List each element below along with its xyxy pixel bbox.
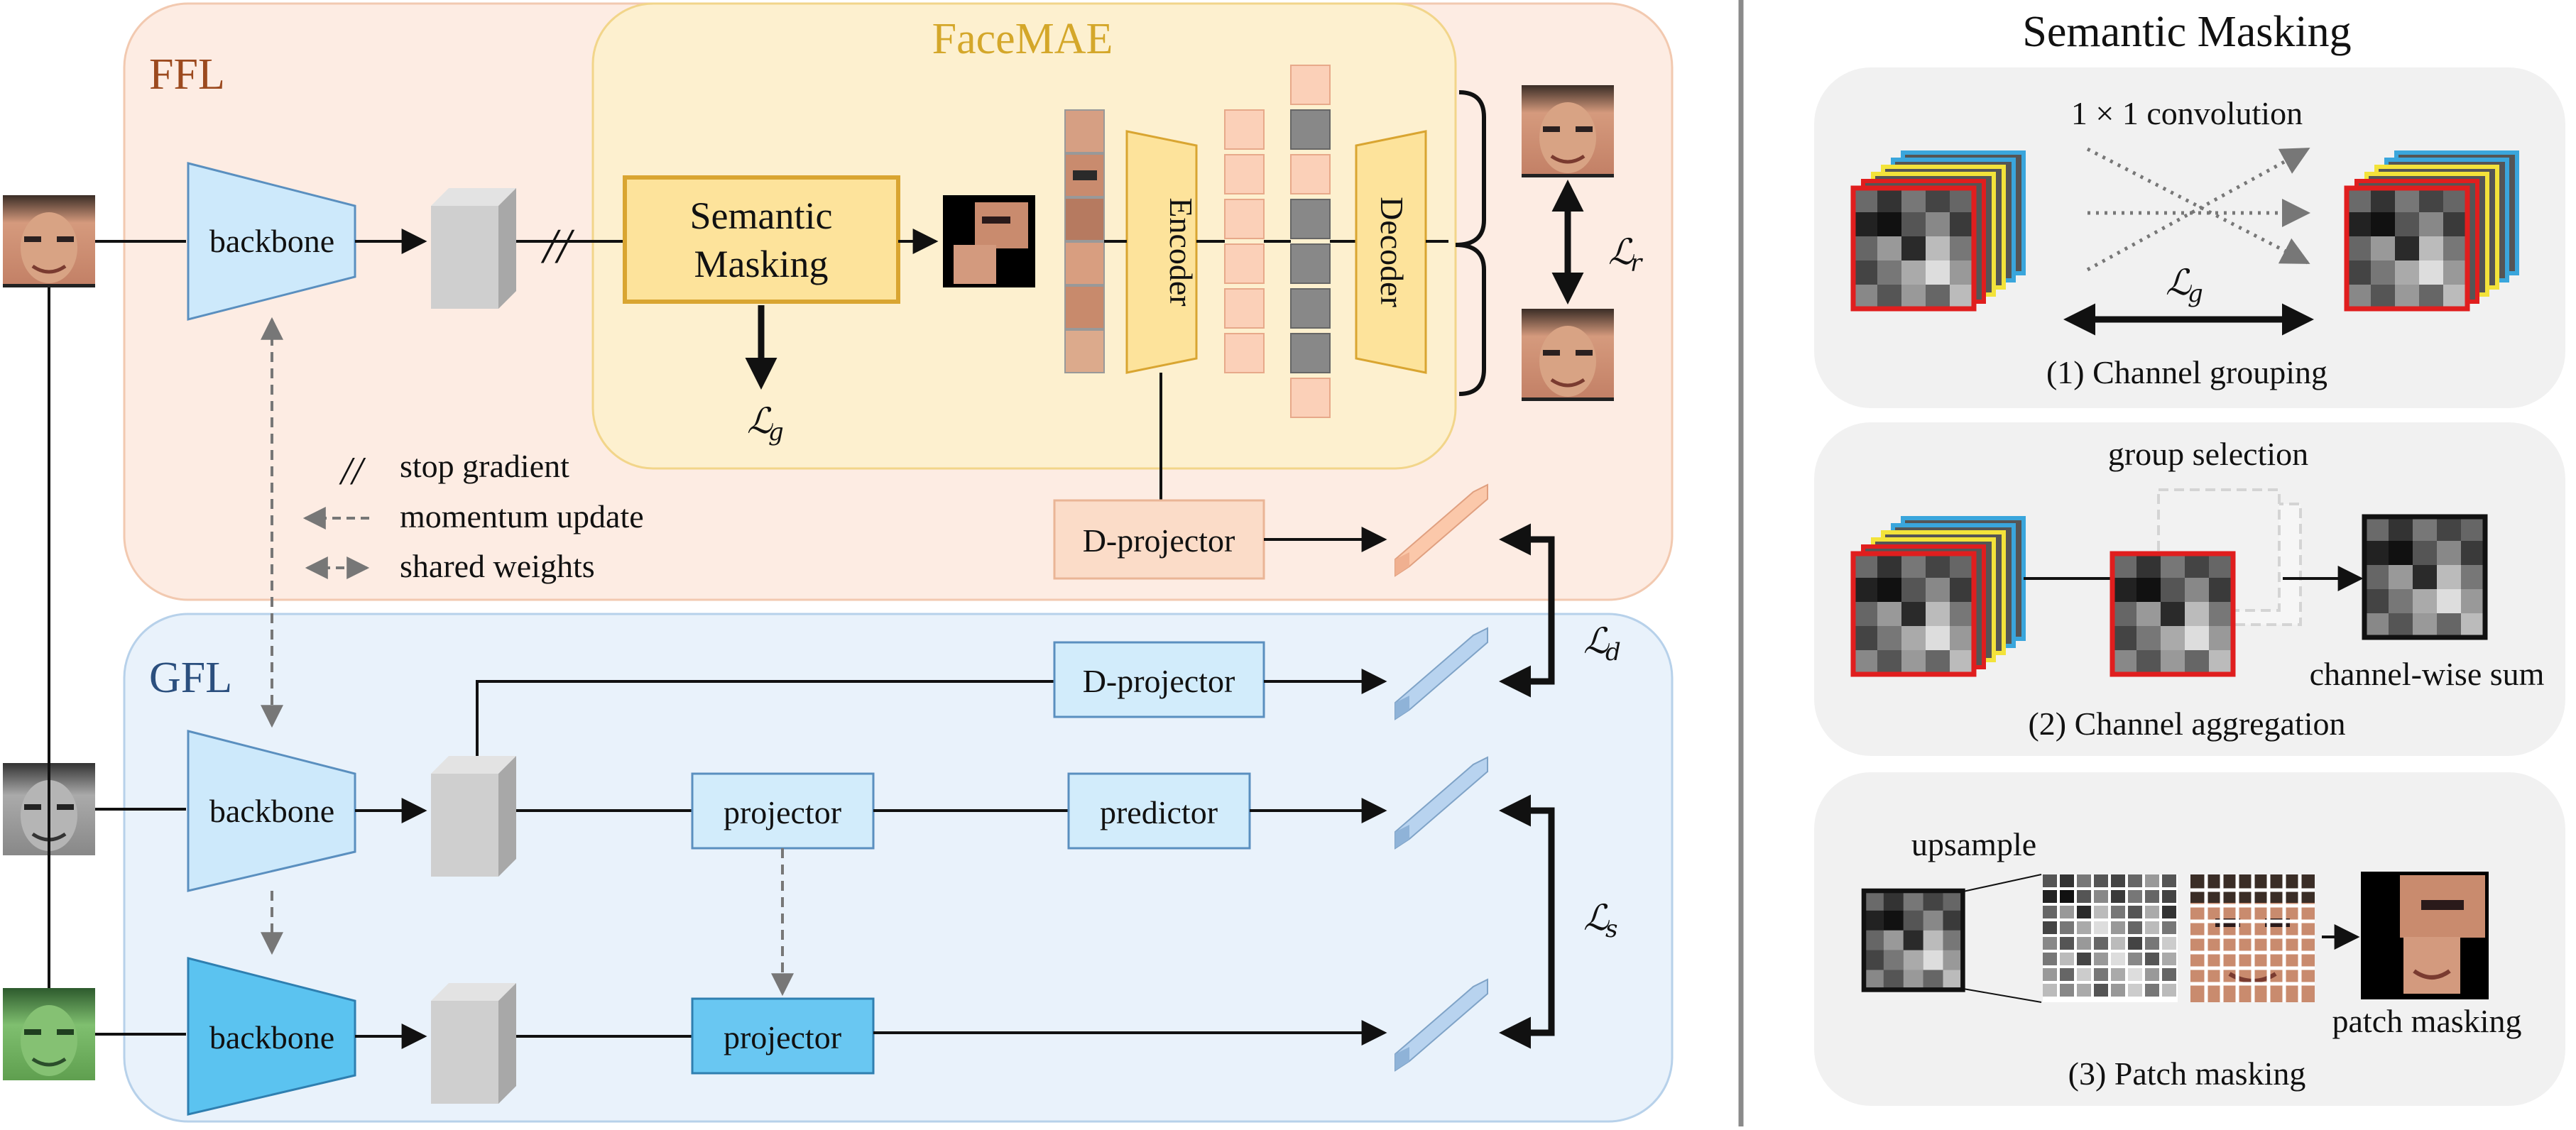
svg-text:ℒ: ℒ (1583, 897, 1610, 938)
svg-text:patch masking: patch masking (2332, 1003, 2522, 1039)
svg-text:predictor: predictor (1100, 794, 1218, 830)
svg-text:g: g (2188, 280, 2203, 308)
svg-text:1 × 1 convolution: 1 × 1 convolution (2071, 95, 2303, 131)
svg-text:ℒ: ℒ (1583, 620, 1610, 662)
reconstructed-face (1522, 85, 1614, 177)
svg-text:(2) Channel aggregation: (2) Channel aggregation (2028, 706, 2345, 742)
gfl-label: GFL (149, 654, 232, 702)
card-patch-masking: upsample (1814, 772, 2565, 1106)
svg-text:backbone: backbone (209, 793, 334, 829)
facemae-label: FaceMAE (932, 15, 1113, 63)
svg-text:Decoder: Decoder (1374, 197, 1410, 307)
backbone-gfl-target: backbone (187, 957, 356, 1116)
svg-text:projector: projector (724, 794, 841, 830)
predictor: predictor (1067, 772, 1251, 850)
loss-s-label: ℒ s (1583, 897, 1617, 943)
card-channel-grouping: 1 × 1 convolution ℒ g (1) Channel groupi… (1814, 67, 2565, 408)
svg-text:ℒ: ℒ (1608, 231, 1634, 273)
svg-text:r: r (1630, 249, 1643, 278)
target-face (1522, 309, 1614, 401)
svg-text:group selection: group selection (2108, 436, 2308, 472)
projector-target: projector (691, 997, 875, 1075)
feature-cube-gfl-online (431, 756, 516, 877)
legend-shared-weights-label: shared weights (400, 548, 595, 584)
decoder-block: Decoder (1355, 130, 1427, 374)
loss-d-label: ℒ d (1583, 620, 1621, 667)
svg-text:backbone: backbone (209, 223, 334, 259)
semantic-masking-title: Semantic Masking (2022, 8, 2351, 56)
ffl-label: FFL (149, 50, 225, 99)
encoder-token-column (1224, 109, 1265, 373)
d-projector-gfl: D-projector (1053, 641, 1265, 718)
svg-text:channel-wise sum: channel-wise sum (2310, 656, 2545, 692)
svg-text:g: g (768, 418, 784, 446)
backbone-gfl-online: backbone (187, 730, 356, 892)
svg-text:Encoder: Encoder (1163, 197, 1199, 306)
patchified-face (2190, 874, 2315, 1002)
output-brace (1455, 90, 1486, 396)
stop-gradient-mark: // (540, 219, 574, 274)
semantic-masking-box: Semantic Masking (623, 175, 900, 304)
decoder-token-column (1290, 65, 1331, 418)
projector-online: projector (691, 772, 875, 850)
svg-text:D-projector: D-projector (1083, 663, 1235, 699)
svg-text:upsample: upsample (1911, 826, 2036, 862)
d-projector-ffl: D-projector (1053, 499, 1265, 580)
feature-cube-ffl (431, 188, 516, 309)
svg-text:projector: projector (724, 1019, 841, 1055)
gfl-region (123, 613, 1674, 1123)
svg-text:(1) Channel grouping: (1) Channel grouping (2046, 354, 2327, 390)
loss-g-label: ℒ g (747, 400, 784, 446)
svg-text:s: s (1605, 915, 1617, 943)
svg-text:d: d (1605, 638, 1621, 667)
legend-stop-gradient-label: stop gradient (400, 448, 569, 484)
input-face-original (3, 195, 95, 287)
svg-text:backbone: backbone (209, 1019, 334, 1055)
card-channel-aggregation: group selection channel-wise sum (2) Cha… (1814, 422, 2565, 756)
svg-text:(3) Patch masking: (3) Patch masking (2068, 1055, 2306, 1092)
legend-stop-gradient-icon: // (339, 449, 366, 493)
face-patch-column (1064, 109, 1105, 373)
legend: // stop gradient momentum update shared … (302, 448, 644, 584)
upsampled-grid (2043, 874, 2178, 1002)
backbone-ffl: backbone (187, 162, 356, 321)
loss-r-label: ℒ r (1608, 231, 1643, 278)
svg-text:Semantic: Semantic (690, 194, 833, 237)
encoder-block: Encoder (1125, 130, 1199, 374)
legend-momentum-label: momentum update (400, 498, 644, 534)
svg-text:Masking: Masking (694, 243, 829, 285)
svg-text:D-projector: D-projector (1083, 522, 1235, 559)
svg-text:ℒ: ℒ (2166, 262, 2192, 303)
masked-face-image (943, 195, 1035, 287)
svg-text:ℒ: ℒ (747, 400, 773, 441)
patch-masked-face (2361, 872, 2489, 999)
input-face-green (3, 988, 95, 1080)
feature-cube-gfl-target (431, 983, 516, 1104)
